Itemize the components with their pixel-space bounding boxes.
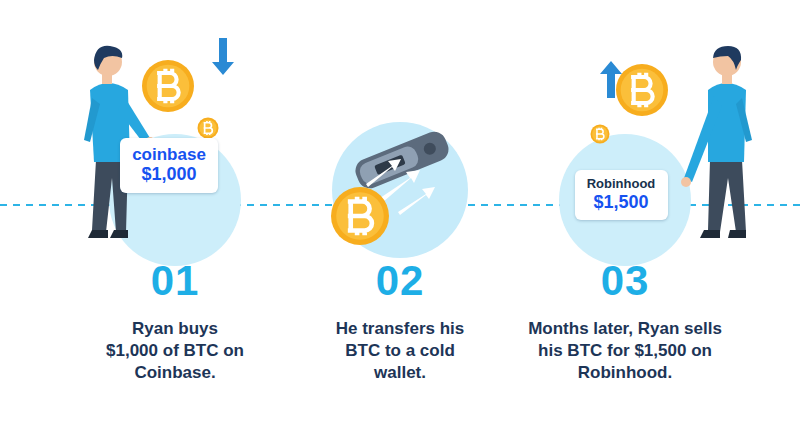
- price-card: Robinhood$1,500: [575, 170, 668, 220]
- exchange-name: coinbase: [132, 145, 206, 165]
- cold-wallet: [352, 128, 452, 192]
- price-card: coinbase$1,000: [120, 138, 218, 193]
- step-description: He transfers his BTC to a cold wallet.: [324, 318, 476, 384]
- up-arrow: [600, 61, 622, 98]
- exchange-name: Robinhood: [587, 177, 656, 192]
- down-arrow: [212, 38, 234, 75]
- bitcoin-coin: [616, 64, 668, 116]
- bitcoin-coin: [198, 118, 219, 139]
- price-amount: $1,500: [593, 192, 648, 213]
- step-number: 03: [565, 258, 685, 304]
- step-number: 01: [115, 258, 235, 304]
- step-circle: [109, 134, 241, 266]
- bitcoin-coin: [331, 187, 389, 245]
- step-circle: [332, 122, 468, 258]
- person-figure: [681, 46, 752, 238]
- step-number: 02: [340, 258, 460, 304]
- price-amount: $1,000: [141, 164, 196, 185]
- step-description: Ryan buys $1,000 of BTC on Coinbase.: [105, 318, 245, 384]
- step-circle: [559, 134, 691, 266]
- step-description: Months later, Ryan sells his BTC for $1,…: [518, 318, 733, 384]
- bitcoin-coin: [591, 125, 610, 144]
- bitcoin-coin: [142, 60, 194, 112]
